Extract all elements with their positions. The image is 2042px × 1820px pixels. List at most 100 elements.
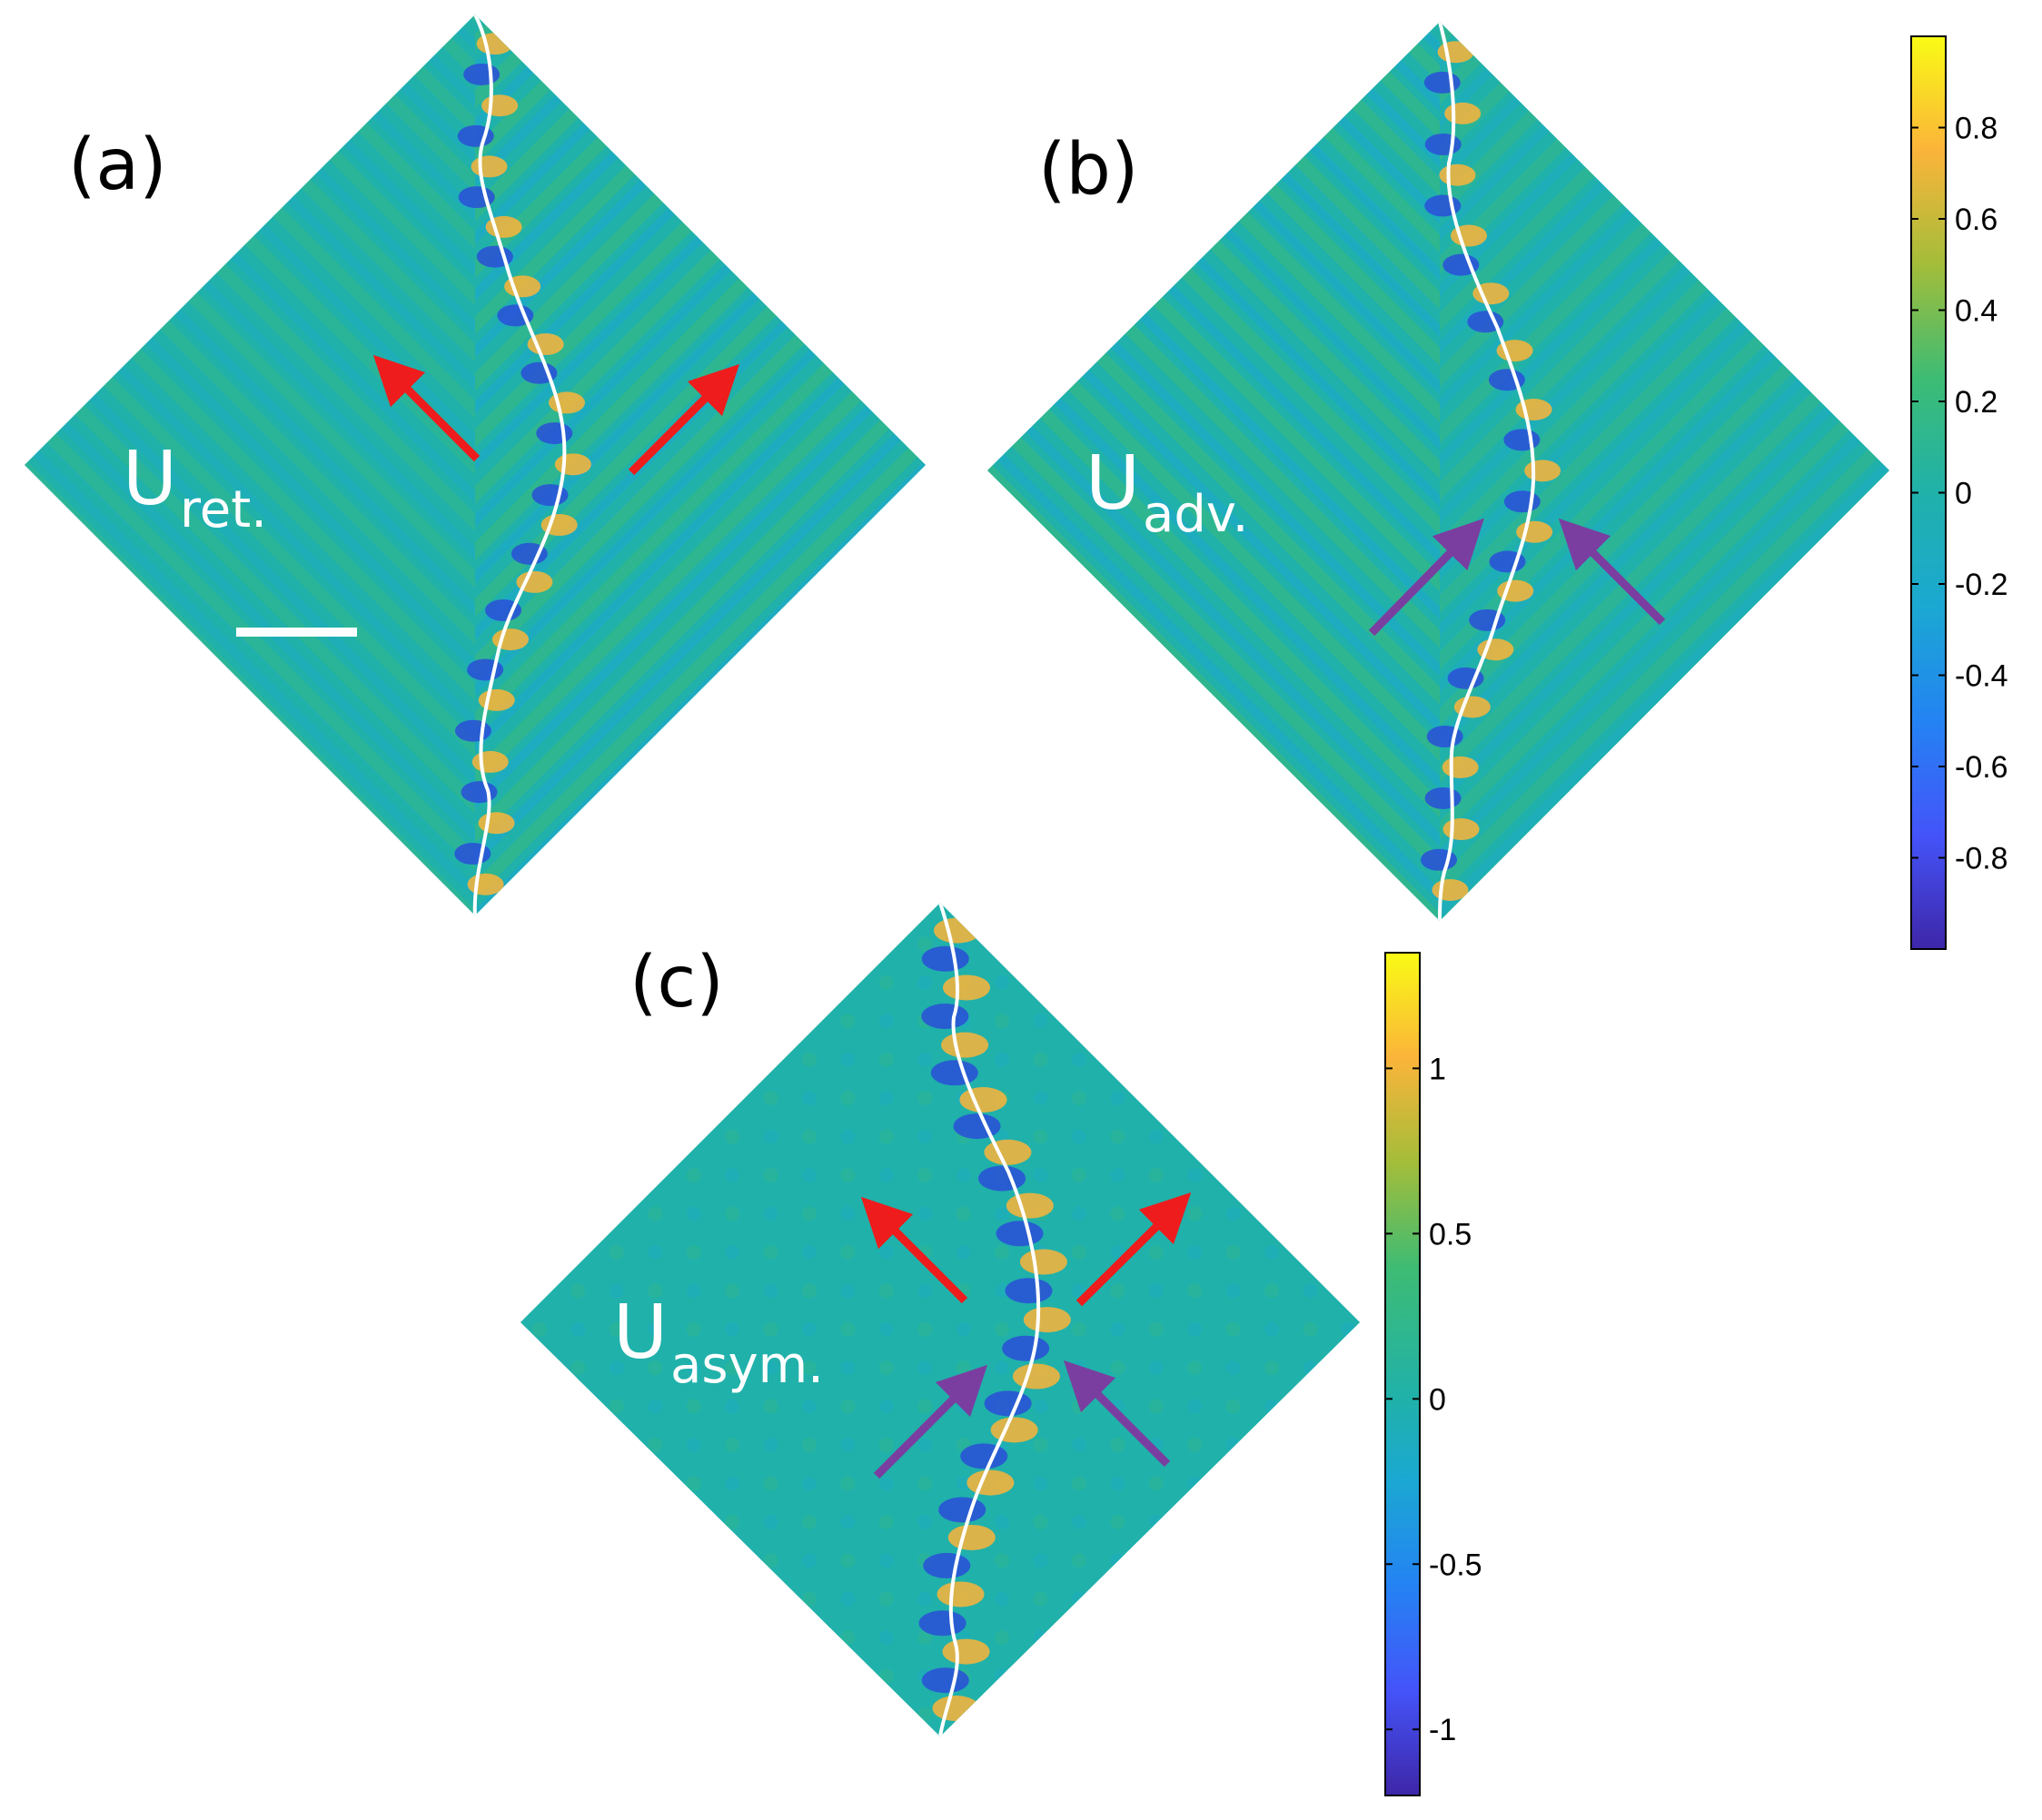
panel-b-oscillation-blob [1424,786,1462,809]
panel-a-oscillation-blob [531,484,569,507]
panel-b-oscillation-blob [1439,163,1476,186]
panel-a-oscillation-blob [527,332,564,355]
colorbar-top-tick-label: 0.2 [1955,385,1997,420]
panel-c-oscillation-blob [984,1139,1032,1165]
panel-c-oscillation-blob [990,1417,1038,1443]
colorbar-top: 0.8 0.6 0.4 0.2 0 -0.2 -0.4 -0.6 -0.8 [1910,35,2008,950]
panel-c-oscillation-blob [918,1610,966,1637]
panel-b-oscillation-blob [1503,490,1541,513]
panel-c-oscillation-blob [953,1113,1001,1140]
panel-b-oscillation-blob [1432,878,1469,901]
panel-c-oscillation-blob [947,1524,996,1550]
panel-b-oscillation-blob [1444,102,1482,124]
colorbar-top-tick-label: 0.8 [1955,112,1997,146]
panel-a-oscillation-blob [478,812,515,835]
colorbar-top-tick-label: -0.8 [1955,842,2008,876]
panel-c-oscillation-blob [938,1497,986,1523]
panel-c-field-label: U [613,1290,668,1376]
panel-c-oscillation-blob [1006,1192,1054,1219]
colorbar-top-tick-label: -0.4 [1955,659,2008,694]
panel-b-oscillation-blob [1442,818,1480,841]
colorbar-top-tick-label: -0.6 [1955,750,2008,785]
panel-b-letter: (b) [1038,129,1138,211]
colorbar-top-tick-label: -0.2 [1955,568,2008,602]
panel-b-trajectory [1438,22,1536,921]
panel-c-letter: (c) [629,942,724,1024]
panel-c-oscillation-blob [942,974,990,1001]
colorbar-bottom-tick-label: 0.5 [1429,1217,1472,1251]
panel-c-oscillation-blob [959,1086,1007,1113]
panel-a-oscillation-blob [481,94,519,117]
panel-a-letter: (a) [68,124,167,206]
panel-b-oscillation-blob [1503,429,1541,451]
colorbar-top-ticks: 0.8 0.6 0.4 0.2 0 -0.2 -0.4 -0.6 -0.8 [1911,112,2008,876]
panel-c-oscillation-blob [937,1581,985,1607]
panel-a-oscillation-blob [536,422,573,445]
panel-a-oscillation-blob [471,155,508,178]
panel-a-oscillation-blob [467,873,504,895]
panel-a-oscillation-blob [478,688,515,711]
panel-a-oscillation-blob [485,599,522,622]
panel-b-arrow-up-left [1558,518,1666,626]
panel-a-oscillation-blob [463,63,501,85]
panel-c-field-subscript: asym. [670,1336,824,1395]
panel-c-oscillations [918,917,1071,1722]
colorbar-top-tick-label: 0.6 [1955,203,1997,237]
panel-a-trajectory [472,15,567,915]
panel-c-oscillation-blob [932,1696,980,1722]
panel-a-field-subscript: ret. [180,480,267,539]
colorbar-bottom-tick-label: 1 [1429,1052,1446,1086]
panel-c-trajectory [938,903,1041,1736]
panel-c-oscillation-blob [984,1390,1032,1417]
panel-a-oscillation-blob [454,719,491,742]
panel-b-oscillation-blob [1442,253,1480,276]
panel-c-oscillation-blob [996,1221,1044,1247]
colorbar-top-tick-label: 0 [1955,477,1972,511]
panel-a-field-label: U [123,436,177,522]
panel-c-oscillation-blob [933,917,981,944]
panel-b-oscillation-blob [1423,71,1461,94]
colorbar-bottom-tick-label: 0 [1429,1382,1446,1417]
panel-b-oscillation-blob [1453,696,1491,718]
panel-c-oscillation-blob [930,1060,978,1086]
panel-c-oscillation-blob [1019,1249,1067,1275]
panel-c-oscillation-blob [966,1469,1015,1496]
panel-c-oscillation-blob [941,1032,989,1058]
panel-c-arrow-purple-up-left [1063,1360,1171,1468]
panel-c-oscillation-blob [942,1638,990,1665]
panel-b-field-label: U [1085,440,1140,527]
colorbar-bottom-gradient [1384,952,1421,1796]
panel-a-oscillation-blob [467,658,504,681]
panel-c-oscillation-blob [921,1004,969,1030]
panel-a: (a) U ret. [25,15,926,915]
panel-b-oscillation-blob [1447,667,1484,689]
panel-a-oscillation-blob [510,542,548,565]
panel-b-field-subscript: adv. [1143,485,1248,544]
panel-b-oscillation-blob [1424,194,1462,217]
panel-a-oscillation-blob [461,781,498,804]
panel-c-arrow-red-up-right [1076,1192,1192,1307]
panel-c-arrow-red-up-left [860,1196,968,1304]
panel-c-oscillation-blob [1023,1307,1071,1333]
panel-c-oscillation-blob [978,1165,1026,1192]
panel-c-oscillation-blob [1012,1363,1060,1390]
panel-b-oscillation-blob [1421,848,1458,871]
panel-a-arrow-up-left [372,354,481,462]
panel-a-oscillation-blob [554,453,591,476]
panel-c-oscillation-blob [1005,1278,1053,1304]
panel-c-arrow-purple-up-right [873,1364,988,1479]
colorbar-top-tick-label: 0.4 [1955,294,1997,329]
panel-b-oscillation-blob [1424,133,1462,155]
colorbar-bottom-tick-label: -1 [1429,1713,1456,1747]
panel-a-oscillation-blob [497,304,534,327]
panel-a-oscillation-blob [516,570,553,593]
panel-b-oscillation-blob [1437,41,1474,64]
panel-c-oscillation-blob [960,1443,1008,1469]
colorbar-bottom-ticks: 1 0.5 0 -0.5 -1 [1385,1052,1482,1747]
colorbar-bottom: 1 0.5 0 -0.5 -1 [1384,952,1482,1796]
panel-a-oscillation-blob [471,750,509,773]
colorbar-bottom-tick-label: -0.5 [1429,1548,1482,1582]
panel-a-arrow-up-right [628,363,740,476]
panel-a-oscillation-blob [454,843,491,865]
